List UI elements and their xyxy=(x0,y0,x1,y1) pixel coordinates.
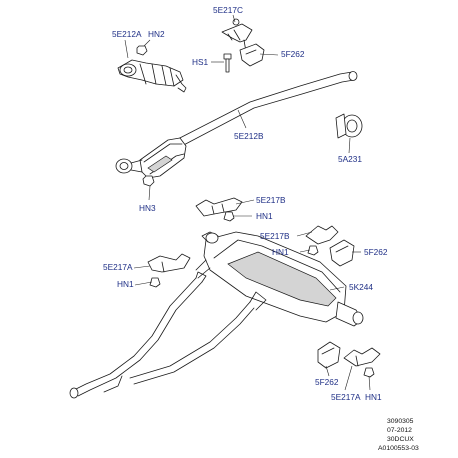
label-5e217a-left: 5E217A xyxy=(103,262,133,272)
label-5f262-right: 5F262 xyxy=(364,247,388,257)
label-5f262-lower: 5F262 xyxy=(315,377,339,387)
label-5e217b-upper: 5E217B xyxy=(256,195,286,205)
label-hn1-left: HN1 xyxy=(117,279,134,289)
clamp-5a231 xyxy=(335,113,363,139)
label-5e212a: 5E212A xyxy=(112,29,142,39)
twin-intermediate-pipe xyxy=(69,271,267,399)
info-code: 3090305 xyxy=(387,418,414,425)
bracket-5e217b-right xyxy=(305,225,339,256)
label-5k244: 5K244 xyxy=(349,282,373,292)
rubber-mount-lower xyxy=(317,341,341,369)
label-hn2: HN2 xyxy=(148,29,165,39)
label-hn3: HN3 xyxy=(139,203,156,213)
label-5e217a-lower: 5E217A xyxy=(331,392,361,402)
label-hs1: HS1 xyxy=(192,57,209,67)
front-pipe-assembly xyxy=(115,59,358,187)
info-date: 07-2012 xyxy=(387,427,412,434)
rubber-mount-upper xyxy=(239,43,265,67)
label-5e217b-mid: 5E217B xyxy=(260,231,290,241)
bracket-5e217a-left xyxy=(147,253,191,288)
rear-muffler xyxy=(195,231,364,327)
rubber-mount-right xyxy=(329,239,355,267)
stud-hs1 xyxy=(223,53,232,73)
label-5e217c: 5E217C xyxy=(213,5,243,15)
leader-lines xyxy=(124,14,371,391)
label-hn1-lower: HN1 xyxy=(365,392,382,402)
label-5e212b: 5E212B xyxy=(234,131,264,141)
label-hn1-upper: HN1 xyxy=(256,211,273,221)
bracket-5e217a-right xyxy=(343,347,381,378)
label-hn1-mid: HN1 xyxy=(272,247,289,257)
label-5f262-upper: 5F262 xyxy=(281,49,305,59)
label-5a231: 5A231 xyxy=(338,154,362,164)
hn2-nut xyxy=(136,45,148,56)
bracket-5e217b-left xyxy=(195,197,243,222)
info-model: 30DCUX xyxy=(387,436,414,443)
bracket-5e217c xyxy=(221,18,253,53)
info-ref: A0100553-03 xyxy=(378,445,419,452)
